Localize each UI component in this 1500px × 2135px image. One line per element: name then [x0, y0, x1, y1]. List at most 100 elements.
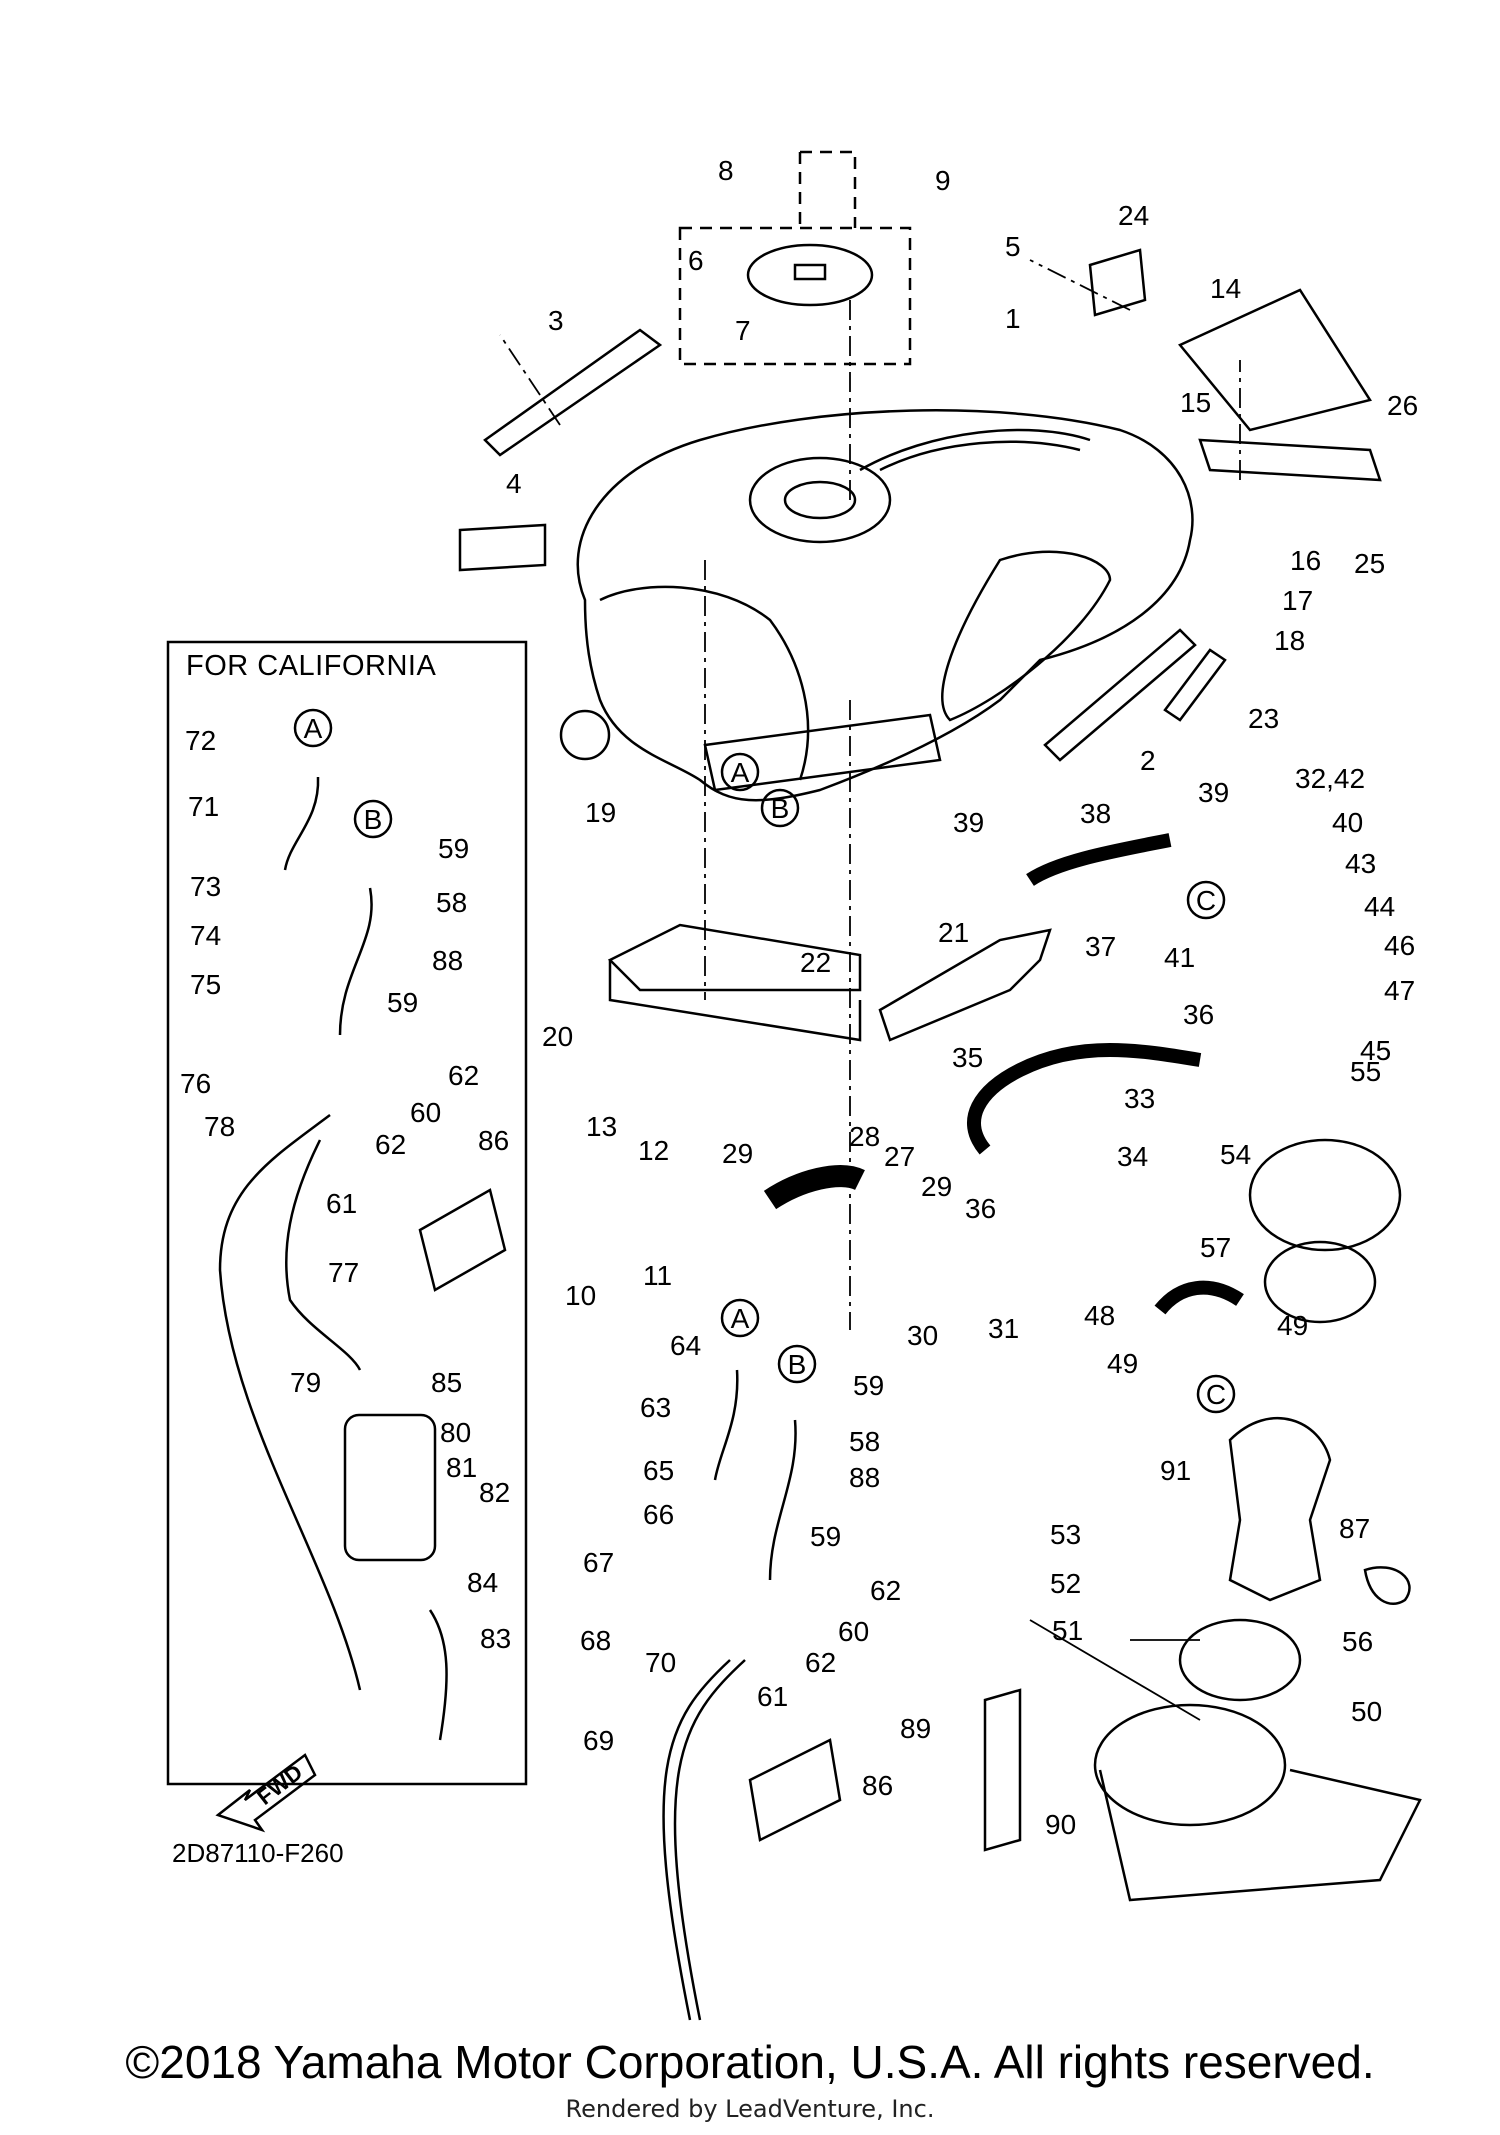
- damper-20: [607, 923, 862, 992]
- label-7: 7: [735, 315, 751, 346]
- label-61a: 61: [326, 1188, 357, 1219]
- hose-63: [713, 1369, 739, 1481]
- label-29b: 29: [921, 1171, 952, 1202]
- fuel-cap: [746, 243, 874, 307]
- label-59a: 59: [438, 833, 469, 864]
- label-11: 11: [643, 1260, 672, 1291]
- bracket-86: [748, 1738, 842, 1842]
- bracket-86-inset: [418, 1188, 507, 1292]
- label-22: 22: [800, 947, 831, 978]
- callout-c-upper: C: [1196, 885, 1216, 916]
- bracket-15: [1198, 438, 1382, 482]
- label-70: 70: [645, 1647, 676, 1678]
- label-91: 91: [1160, 1455, 1191, 1486]
- label-18: 18: [1274, 625, 1305, 656]
- label-65: 65: [643, 1455, 674, 1486]
- label-45: 45: [1360, 1035, 1391, 1066]
- label-40: 40: [1332, 807, 1363, 838]
- label-10: 10: [565, 1280, 596, 1311]
- label-36b: 36: [965, 1193, 996, 1224]
- label-1: 1: [1005, 303, 1021, 334]
- label-78: 78: [204, 1111, 235, 1142]
- fuel-pump-91: [1228, 1416, 1332, 1602]
- gasket-56: [1178, 1618, 1302, 1702]
- hose-58-inset: [338, 887, 373, 1036]
- label-43: 43: [1345, 848, 1376, 879]
- label-25: 25: [1354, 548, 1385, 579]
- label-62d: 62: [805, 1647, 836, 1678]
- label-58b: 58: [849, 1426, 880, 1457]
- label-21: 21: [938, 917, 969, 948]
- label-36a: 36: [1183, 999, 1214, 1030]
- label-58a: 58: [436, 887, 467, 918]
- label-68: 68: [580, 1625, 611, 1656]
- label-44: 44: [1364, 891, 1395, 922]
- gasket-57: [1263, 1240, 1377, 1324]
- label-9: 9: [935, 165, 951, 196]
- label-16: 16: [1290, 545, 1321, 576]
- damper-22: [703, 713, 942, 792]
- callout-c-lower: C: [1206, 1379, 1226, 1410]
- diagram-code: 2D87110-F260: [172, 1838, 344, 1868]
- label-34: 34: [1117, 1141, 1148, 1172]
- label-41: 41: [1164, 942, 1195, 973]
- label-88b: 88: [849, 1462, 880, 1493]
- label-53: 53: [1050, 1519, 1081, 1550]
- label-57: 57: [1200, 1232, 1231, 1263]
- callout-a-inset: A: [304, 713, 323, 744]
- label-39b: 39: [953, 807, 984, 838]
- hose-28: [763, 1165, 865, 1210]
- rendered-by: Rendered by LeadVenture, Inc.: [565, 2095, 935, 2123]
- label-35: 35: [952, 1042, 983, 1073]
- label-3: 3: [548, 305, 564, 336]
- label-87: 87: [1339, 1513, 1370, 1544]
- callout-b-tank: B: [771, 793, 790, 824]
- hose-83: [428, 1609, 448, 1741]
- label-79: 79: [290, 1367, 321, 1398]
- callout-b-lower: B: [788, 1349, 807, 1380]
- label-23: 23: [1248, 703, 1279, 734]
- label-19: 19: [585, 797, 616, 828]
- label-60b: 60: [838, 1616, 869, 1647]
- hose-71: [283, 776, 320, 871]
- label-74: 74: [190, 920, 221, 951]
- label-61b: 61: [757, 1681, 788, 1712]
- pipe-69: [673, 1659, 746, 2021]
- label-81: 81: [446, 1452, 477, 1483]
- label-66: 66: [643, 1499, 674, 1530]
- decal-24: [1088, 248, 1147, 317]
- label-63: 63: [640, 1392, 671, 1423]
- label-90: 90: [1045, 1809, 1076, 1840]
- label-82: 82: [479, 1477, 510, 1508]
- copyright-notice: ©2018 Yamaha Motor Corporation, U.S.A. A…: [125, 2036, 1375, 2088]
- hose-48: [1154, 1280, 1244, 1315]
- label-6: 6: [688, 245, 704, 276]
- fwd-arrow-icon: [215, 1753, 317, 1833]
- label-28: 28: [849, 1121, 880, 1152]
- canister-80: [343, 1413, 437, 1562]
- label-59b: 59: [387, 987, 418, 1018]
- cover-14: [1178, 288, 1372, 432]
- label-56: 56: [1342, 1626, 1373, 1657]
- hose-58: [768, 1419, 797, 1581]
- cap-assembly-box: [678, 226, 912, 366]
- label-14: 14: [1210, 273, 1241, 304]
- plate-54: [1248, 1138, 1402, 1252]
- label-12: 12: [638, 1135, 669, 1166]
- label-27: 27: [884, 1141, 915, 1172]
- label-59c: 59: [853, 1370, 884, 1401]
- strip-23: [1163, 648, 1227, 722]
- fuel-tank: [576, 409, 1194, 802]
- label-54: 54: [1220, 1139, 1251, 1170]
- label-62b: 62: [375, 1129, 406, 1160]
- label-62a: 62: [448, 1060, 479, 1091]
- label-48: 48: [1084, 1300, 1115, 1331]
- label-86a: 86: [478, 1125, 509, 1156]
- label-85: 85: [431, 1367, 462, 1398]
- label-24: 24: [1118, 200, 1149, 231]
- callout-a-lower: A: [731, 1303, 750, 1334]
- clip-87: [1363, 1566, 1411, 1605]
- label-76: 76: [180, 1068, 211, 1099]
- label-75: 75: [190, 969, 221, 1000]
- label-64: 64: [670, 1330, 701, 1361]
